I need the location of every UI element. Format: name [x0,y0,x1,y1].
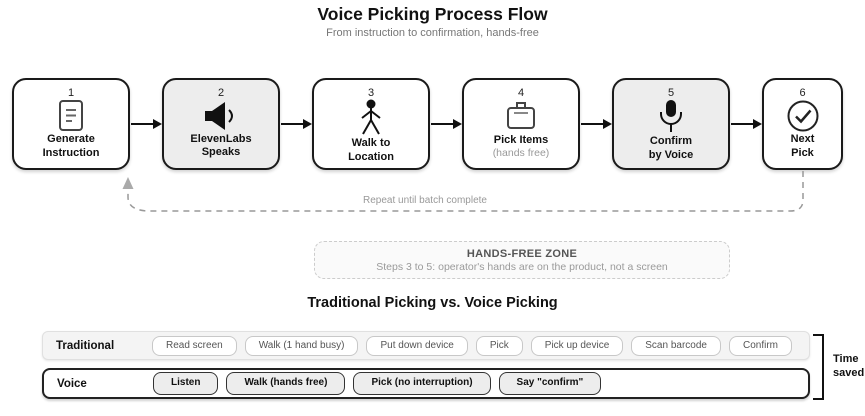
voice-row: Voice Listen Walk (hands free) Pick (no in… [42,368,810,399]
voice-step-pill: Listen [153,372,219,395]
step-text: Pick Items(hands free) [493,134,550,160]
step-sublabel: (hands free) [492,147,550,160]
step-label: ElevenLabs Speaks [190,132,252,159]
step-text: ElevenLabs Speaks [190,133,251,161]
voice-step-pill: Walk (hands free) [226,372,346,395]
comparison-title: Traditional Picking vs. Voice Picking [307,295,558,311]
traditional-step-pill: Walk (1 hand busy) [244,335,359,356]
traditional-row-label: Traditional [56,339,115,352]
check-circle-icon [786,99,820,133]
step-number: 3 [367,87,375,99]
step-text: Next Pick [791,133,815,161]
voice-steps: Listen Walk (hands free) Pick (no interrup… [153,372,602,395]
traditional-step-pill: Read screen [152,335,237,356]
traditional-step-pill: Scan barcode [631,335,721,356]
step-number: 5 [667,87,675,99]
hands-free-zone-description: Steps 3 to 5: operator's hands are on th… [376,261,668,273]
hands-free-zone: HANDS-FREE ZONE Steps 3 to 5: operator's… [314,241,730,279]
step-label: Walk to Location [348,137,394,163]
step-text: Confirm by Voice [649,135,693,163]
voice-step-pill: Say "confirm" [498,372,602,395]
walking-person-icon [358,99,384,137]
step-label: Next Pick [790,133,815,159]
step-label: Pick Items [493,133,549,146]
arrow-right-icon [581,119,612,129]
loop-arrowhead-icon [122,177,134,189]
page-subtitle: From instruction to confirmation, hands-… [326,27,539,39]
step-number: 2 [217,87,225,99]
time-saved-label: Time saved [833,353,865,380]
hands-free-zone-title: HANDS-FREE ZONE [466,248,578,260]
step-text: Walk to Location [348,137,394,165]
traditional-step-pill: Put down device [366,335,468,356]
traditional-step-pill: Pick up device [530,335,624,356]
step-number: 4 [517,87,525,99]
voice-row-label: Voice [57,377,87,390]
traditional-row: Traditional Read screen Walk (1 hand busy… [42,331,810,360]
repeat-loop-label: Repeat until batch complete [363,195,487,206]
time-saved-bracket [813,334,824,400]
step-label: Confirm by Voice [648,135,694,161]
arrow-right-icon [431,119,462,129]
document-icon [57,99,85,133]
microphone-icon [657,99,685,135]
voice-step-pill: Pick (no interruption) [353,372,491,395]
step-number: 1 [67,87,75,99]
arrow-right-icon [731,119,762,129]
step-text: Generate Instruction [43,133,100,161]
speaker-icon [203,99,239,133]
traditional-step-pill: Pick [475,335,523,356]
arrow-right-icon [131,119,162,129]
step-number: 6 [799,87,806,99]
step-label: Generate Instruction [42,133,100,159]
page-title: Voice Picking Process Flow [317,4,548,24]
traditional-step-pill: Confirm [728,335,792,356]
box-icon [505,99,537,134]
arrow-right-icon [281,119,312,129]
traditional-steps: Read screen Walk (1 hand busy) Put down de… [152,335,792,356]
